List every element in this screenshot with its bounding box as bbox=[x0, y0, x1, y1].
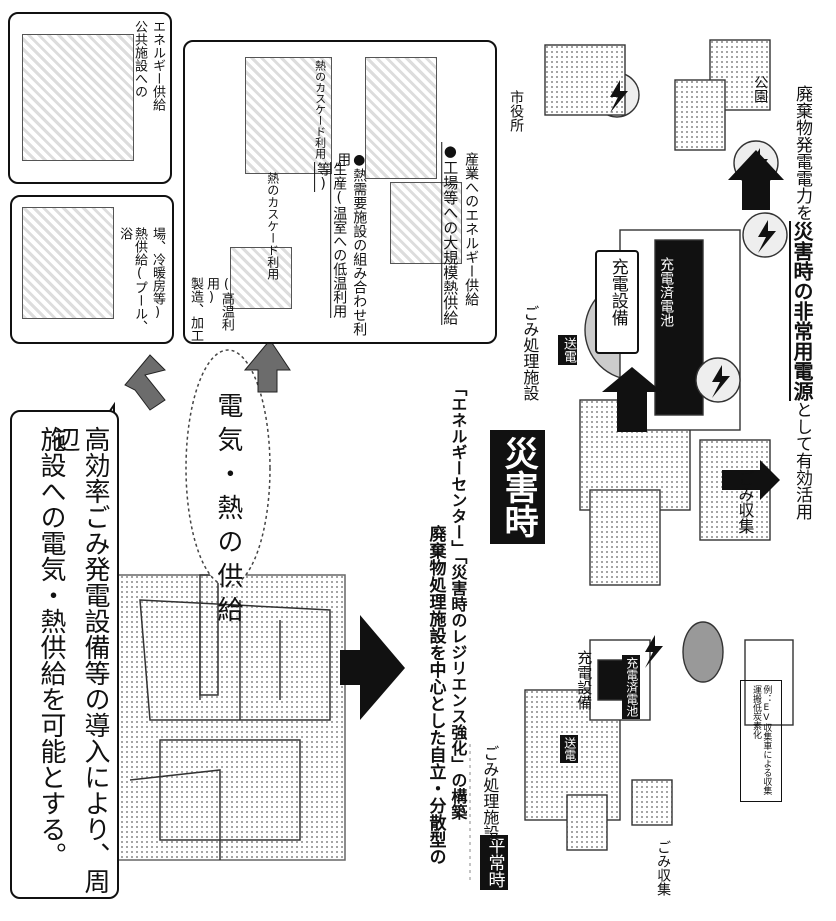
intro-callout: 高効率ごみ発電設備等の導入により、周辺 施設への電気・熱供給を可能とする。 bbox=[10, 410, 119, 899]
public-facility-line-2: エネルギー供給 bbox=[150, 20, 165, 111]
worker-icon bbox=[230, 247, 292, 309]
disaster-battery: 充電済電池 bbox=[656, 255, 677, 329]
pool-icon bbox=[22, 207, 114, 319]
heat-pool-line-1: 熱供給(プール、浴 bbox=[117, 227, 147, 333]
disaster-caption-em: 災害時の非常用電源 bbox=[790, 221, 814, 401]
production-line-2: 熱需要施設の組み合わせ利用 bbox=[335, 152, 367, 342]
big-right-arrow bbox=[340, 615, 405, 720]
park-label: 公園 bbox=[752, 75, 769, 103]
disaster-facility: ごみ処理施設 bbox=[520, 305, 540, 401]
disaster-badge: 災害時 bbox=[490, 430, 546, 544]
disaster-scene bbox=[544, 39, 788, 586]
normal-note-box: 例：EV収集車による収集運搬低炭素化 bbox=[740, 680, 782, 802]
cascade-label-2: 熱のカスケード利用 bbox=[313, 60, 327, 159]
normal-badge: 平常時 bbox=[480, 835, 508, 890]
normal-collection: ごみ収集 bbox=[655, 840, 672, 896]
industry-box: 製造、加工 (高温利用) 熱のカスケード利用 熱のカスケード利用 生産(温室への… bbox=[183, 40, 497, 344]
disaster-charger: 充電設備 bbox=[607, 258, 628, 326]
industry-line-1: 工場等への大規模熱供給 bbox=[441, 142, 459, 325]
building-icon bbox=[22, 34, 134, 161]
disaster-caption: 廃棄物発電電力を災害時の非常用電源として有効活用 bbox=[790, 85, 814, 520]
disaster-caption-pre: 廃棄物発電電力を bbox=[792, 85, 812, 221]
disaster-power-tag: 送電 bbox=[558, 335, 577, 365]
manufacturing-line-2: (高温利用) bbox=[203, 277, 234, 331]
supply-oval-outline bbox=[185, 349, 271, 587]
public-facility-line-1: 公共施設への bbox=[132, 20, 147, 98]
cascade-label: 熱のカスケード利用 bbox=[265, 172, 280, 280]
industry-line-2: 産業へのエネルギー供給 bbox=[463, 152, 480, 306]
disaster-caption-post: として有効活用 bbox=[792, 401, 812, 520]
city-hall-label: 市役所 bbox=[508, 90, 525, 132]
supply-oval-label: 電気・熱の供給 bbox=[212, 392, 243, 630]
greenhouse-icon bbox=[245, 57, 332, 174]
disaster-arrows bbox=[602, 150, 784, 500]
normal-power-tag: 送電 bbox=[560, 735, 578, 763]
public-facility-box: 公共施設への エネルギー供給 bbox=[8, 12, 172, 184]
intro-line-2: 施設への電気・熱供給を可能とする。 bbox=[36, 426, 66, 868]
normal-charger: 充電設備 bbox=[575, 650, 594, 710]
title-line-1: 廃棄物処理施設を中心とした自立・分散型の bbox=[425, 525, 446, 865]
normal-note: 例：EV収集車による収集運搬低炭素化 bbox=[751, 685, 772, 795]
factory-icon bbox=[365, 57, 437, 179]
title-line-2: 「エネルギーセンター」「災害時のレジリエンス強化」の構築 bbox=[448, 380, 468, 820]
arrow-icon bbox=[124, 339, 291, 411]
heat-pool-line-2: 場、冷暖房等) bbox=[150, 227, 165, 320]
manufacturing-line-1: 製造、加工 bbox=[187, 277, 203, 342]
disaster-charger-box: 充電設備 bbox=[595, 250, 639, 354]
intro-line-1: 高効率ごみ発電設備等の導入により、周辺 bbox=[50, 426, 110, 894]
disaster-collection: ごみ収集 bbox=[735, 470, 755, 534]
incinerator-plant-sketch bbox=[114, 574, 346, 861]
normal-battery: 充電済電池 bbox=[622, 655, 640, 719]
heat-pool-box: 熱供給(プール、浴 場、冷暖房等) bbox=[10, 195, 174, 344]
normal-facility: ごみ処理施設 bbox=[480, 745, 500, 841]
